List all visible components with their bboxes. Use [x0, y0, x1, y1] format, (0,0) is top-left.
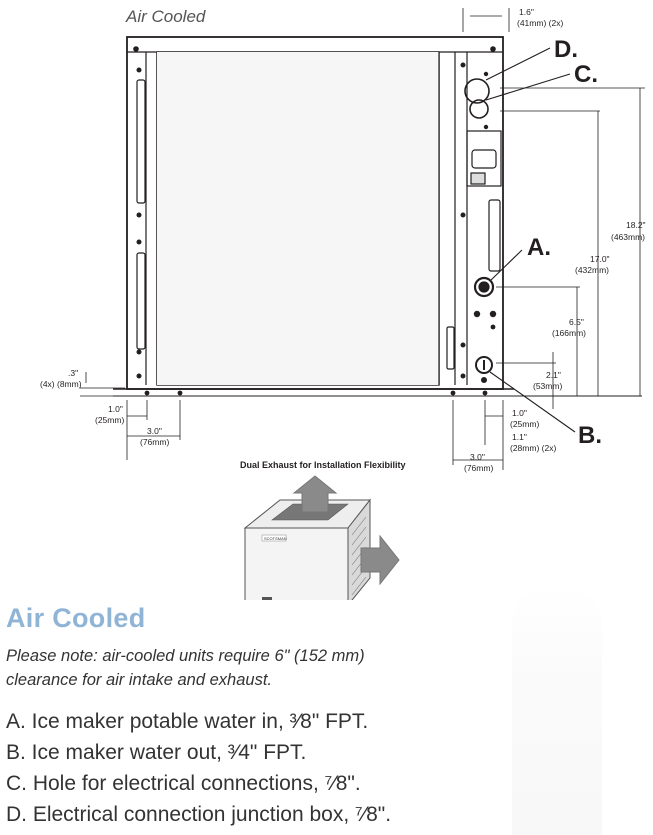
dim-170-in: 17.0"	[590, 254, 610, 264]
dim-65-mm: (166mm)	[552, 328, 586, 338]
callout-d: D.	[554, 36, 578, 63]
background-shape	[512, 585, 602, 835]
connection-legend: A. Ice maker potable water in, ³⁄8" FPT.…	[6, 706, 391, 830]
dimension-drawing: D. C. A. B. 1.6" (41mm) (2x) 18.2" (463m…	[40, 7, 646, 600]
exhaust-label: Dual Exhaust for Installation Flexibilit…	[240, 460, 406, 470]
dim-170-mm: (432mm)	[575, 265, 609, 275]
dim-r10-mm: (25mm)	[510, 419, 539, 429]
legend-item-d: D. Electrical connection junction box, ⁷…	[6, 803, 392, 826]
electrical-hole	[469, 99, 489, 119]
dim-top-mm: (41mm) (2x)	[517, 18, 563, 28]
right-arrow-icon	[360, 534, 400, 586]
legend-item-b: B. Ice maker water out, ³⁄4" FPT.	[6, 741, 307, 764]
dim-r30-mm: (76mm)	[464, 463, 493, 473]
dim-l30-mm: (76mm)	[140, 437, 169, 447]
dim-top-in: 1.6"	[519, 7, 534, 17]
diagram-title: Air Cooled	[126, 7, 206, 26]
dim-21-in: 2.1"	[546, 370, 561, 380]
dim-r10-in: 1.0"	[512, 408, 527, 418]
callout-c: C.	[574, 61, 598, 88]
dim-182-in: 18.2"	[626, 220, 646, 230]
dim-l30-in: 3.0"	[147, 426, 162, 436]
unit-badge: SCOTSMAN	[264, 536, 287, 541]
up-arrow-icon	[292, 475, 338, 513]
dim-21-mm: (53mm)	[533, 381, 562, 391]
water-out-fitting	[475, 356, 493, 374]
callout-a: A.	[527, 234, 551, 261]
dim-182-mm: (463mm)	[611, 232, 645, 242]
junction-box-hole	[464, 78, 490, 104]
clearance-note: Please note: air-cooled units require 6"…	[6, 647, 365, 689]
dim-l10-mm: (25mm)	[95, 415, 124, 425]
legend-item-c: C. Hole for electrical connections, ⁷⁄8"…	[6, 772, 361, 795]
dim-foot-mm: (4x) (8mm)	[40, 379, 82, 389]
dim-foot-in: .3"	[68, 368, 78, 378]
dim-65-in: 6.5"	[569, 317, 584, 327]
electrical-box	[466, 130, 502, 187]
dim-r11-in: 1.1"	[512, 432, 527, 442]
legend-item-a: A. Ice maker potable water in, ³⁄8" FPT.	[6, 710, 369, 733]
callout-b: B.	[578, 422, 602, 449]
water-in-fitting	[473, 276, 495, 298]
dim-r11-mm: (28mm) (2x)	[510, 443, 556, 453]
dim-r30-in: 3.0"	[470, 452, 485, 462]
dim-l10-in: 1.0"	[108, 404, 123, 414]
exhaust-unit-illustration: SCOTSMAN	[243, 498, 372, 600]
section-heading: Air Cooled	[6, 603, 146, 633]
